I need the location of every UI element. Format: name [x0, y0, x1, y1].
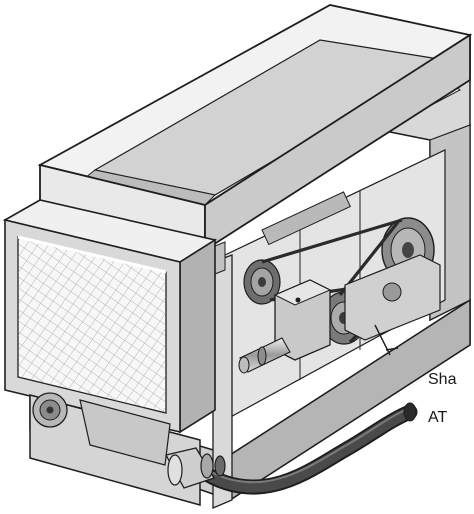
drive-assembly	[238, 191, 441, 374]
lower-housing	[29, 392, 201, 506]
caption-line-2: AT	[428, 409, 448, 426]
caption-line-1: Sha	[428, 371, 457, 388]
drive-shaft	[238, 337, 291, 374]
filter-housing	[2, 199, 218, 434]
discharge-hose	[165, 402, 418, 495]
pulley-left	[243, 259, 281, 305]
hopper	[37, 4, 473, 252]
hose-coupling	[165, 447, 226, 489]
mesh-screen	[18, 237, 166, 413]
motor-block	[344, 254, 441, 341]
blower-fan	[32, 392, 68, 428]
gearbox	[273, 279, 332, 361]
